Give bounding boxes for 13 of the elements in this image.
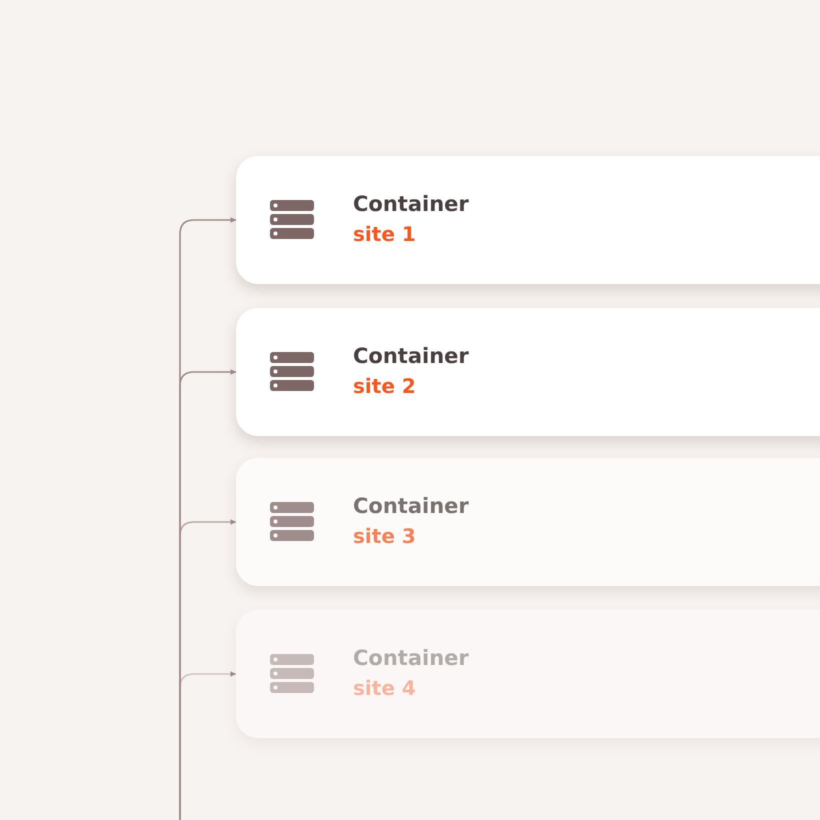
card-title: Container	[353, 646, 469, 670]
card-subtitle: site 4	[353, 676, 416, 700]
card-subtitle: site 1	[353, 222, 416, 246]
connector-arrow	[179, 519, 236, 820]
card-subtitle: site 3	[353, 524, 416, 548]
container-card	[236, 156, 820, 284]
card-subtitle: site 2	[353, 374, 416, 398]
container-card	[236, 458, 820, 586]
container-card	[236, 308, 820, 436]
card-title: Container	[353, 494, 469, 518]
container-card	[236, 610, 820, 738]
card-title: Container	[353, 192, 469, 216]
card-title: Container	[353, 344, 469, 368]
